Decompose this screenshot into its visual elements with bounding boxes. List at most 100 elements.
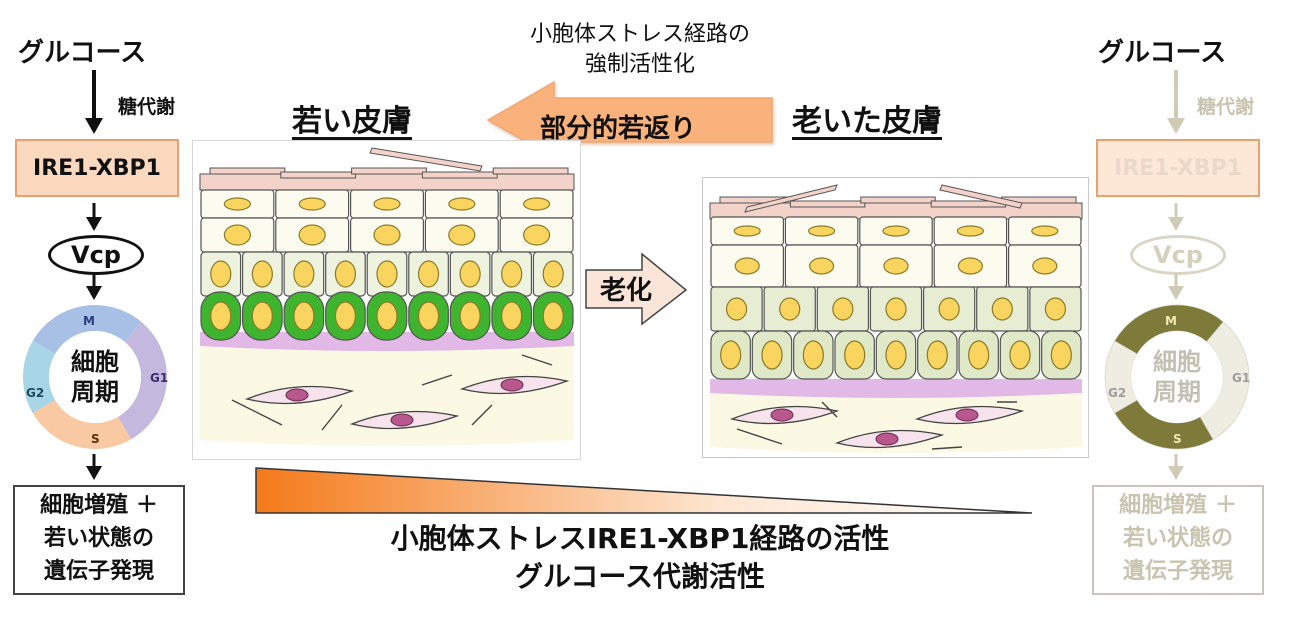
- forced-activation-annotation: 小胞体ストレス経路の 強制活性化: [470, 20, 810, 80]
- cell-cycle-line2: 周期: [71, 378, 119, 406]
- young-skin-illustration: [192, 140, 581, 460]
- collagen-fiber: [931, 446, 963, 450]
- collagen-fiber: [321, 404, 343, 431]
- corneum-flake: [860, 196, 936, 204]
- basement-membrane: [710, 379, 1082, 398]
- nucleus: [448, 224, 476, 246]
- ire1-xbp1-label: IRE1-XBP1: [1114, 155, 1242, 181]
- metabolism-label: 糖代謝: [1197, 96, 1255, 118]
- nucleus: [1009, 340, 1031, 370]
- nucleus: [956, 225, 984, 237]
- nucleus: [501, 260, 523, 288]
- vcp-label: Vcp: [1153, 241, 1203, 269]
- glucose-label: グルコース: [18, 38, 147, 68]
- nucleus: [832, 297, 854, 321]
- nucleus: [542, 260, 564, 288]
- nucleus: [223, 197, 252, 211]
- cell-cycle-line1: 細胞: [1153, 348, 1201, 376]
- dermis: [200, 336, 574, 446]
- activity-gradient-wedge: [255, 467, 1033, 514]
- outcome-box: 細胞増殖 ＋ 若い状態の 遺伝子発現: [13, 485, 185, 595]
- nucleus: [459, 301, 481, 331]
- nucleus: [523, 224, 551, 246]
- nucleus: [885, 340, 907, 370]
- cell-cycle-ring: M G1 S G2 細胞 周期: [1104, 304, 1250, 450]
- lifted-flake: [939, 184, 1023, 209]
- outcome-line3: 遺伝子発現: [1122, 559, 1233, 584]
- rejuvenation-arrow: [486, 80, 773, 160]
- phase-m-label: M: [1165, 314, 1177, 328]
- nucleus: [926, 340, 948, 370]
- outcome-line2: 若い状態の: [1122, 526, 1233, 551]
- down-arrow-icon: [1167, 70, 1185, 134]
- glucose-label: グルコース: [1098, 38, 1227, 68]
- phase-g2-label: G2: [26, 386, 44, 400]
- nucleus: [1050, 340, 1072, 370]
- nucleus: [448, 197, 476, 211]
- rejuvenation-label: 部分的若返り: [540, 114, 697, 144]
- down-arrow-icon: [1168, 454, 1184, 480]
- nucleus: [808, 257, 835, 275]
- collagen-fiber: [521, 354, 553, 366]
- corneum-flake: [421, 171, 498, 179]
- vcp-ellipse: Vcp: [1130, 235, 1226, 275]
- phase-g1-label: G1: [150, 371, 168, 385]
- vcp-label: Vcp: [71, 241, 121, 269]
- outcome-line2: 若い状態の: [43, 526, 154, 551]
- aging-arrow: [585, 252, 688, 326]
- nucleus: [373, 224, 401, 246]
- nucleus: [1044, 297, 1067, 321]
- nucleus: [1031, 225, 1059, 237]
- lifted-flake: [369, 147, 483, 172]
- nucleus: [883, 257, 909, 275]
- cell-cycle-line2: 周期: [1153, 378, 1201, 406]
- nucleus: [807, 225, 836, 237]
- down-arrow-icon: [86, 274, 102, 300]
- fibroblast-nucleus: [285, 388, 309, 402]
- collagen-fiber: [231, 399, 283, 426]
- cycle-segment-s: [32, 400, 131, 449]
- corneum-flake: [789, 200, 866, 208]
- nucleus: [376, 301, 398, 331]
- nucleus: [938, 297, 960, 321]
- phase-g2-label: G2: [1108, 386, 1126, 400]
- collagen-fiber: [821, 401, 838, 418]
- nucleus: [734, 257, 760, 275]
- nucleus: [298, 197, 326, 211]
- nucleus: [523, 197, 551, 211]
- corneum-flake: [492, 167, 569, 175]
- down-arrow-icon: [86, 454, 102, 480]
- corneum-flake: [280, 171, 357, 179]
- down-arrow-icon: [86, 203, 102, 231]
- ire1-xbp1-box: IRE1-XBP1: [15, 139, 179, 197]
- nucleus: [957, 257, 983, 275]
- nucleus: [376, 260, 398, 288]
- phase-s-label: S: [1173, 432, 1182, 446]
- ire1-xbp1-box: IRE1-XBP1: [1096, 139, 1260, 197]
- outcome-box: 細胞増殖 ＋ 若い状態の 遺伝子発現: [1092, 485, 1264, 595]
- nucleus: [885, 297, 907, 321]
- nucleus: [293, 260, 315, 288]
- metabolism-label: 糖代謝: [118, 96, 176, 118]
- nucleus: [223, 224, 252, 246]
- outcome-line1: 細胞増殖 ＋: [1119, 493, 1237, 518]
- nucleus: [501, 301, 523, 331]
- corneum-flake: [351, 167, 427, 175]
- down-arrow-icon: [85, 70, 103, 134]
- nucleus: [802, 340, 824, 370]
- cycle-segment-m: [32, 305, 142, 354]
- fibroblast-nucleus: [955, 408, 979, 422]
- down-arrow-icon: [1168, 274, 1184, 300]
- nucleus: [210, 301, 232, 331]
- collagen-fiber: [471, 404, 493, 426]
- cycle-segment-g2: [22, 341, 56, 413]
- old-skin-title: 老いた皮膚: [792, 104, 942, 139]
- gradient-caption-line1: 小胞体ストレスIRE1-XBP1経路の活性: [390, 522, 890, 555]
- nucleus: [417, 301, 440, 331]
- fibroblast-nucleus: [770, 408, 794, 422]
- aging-label: 老化: [600, 276, 653, 306]
- nucleus: [298, 224, 326, 246]
- stratum-corneum: [199, 173, 575, 191]
- corneum-flake: [209, 167, 286, 175]
- nucleus: [542, 301, 564, 331]
